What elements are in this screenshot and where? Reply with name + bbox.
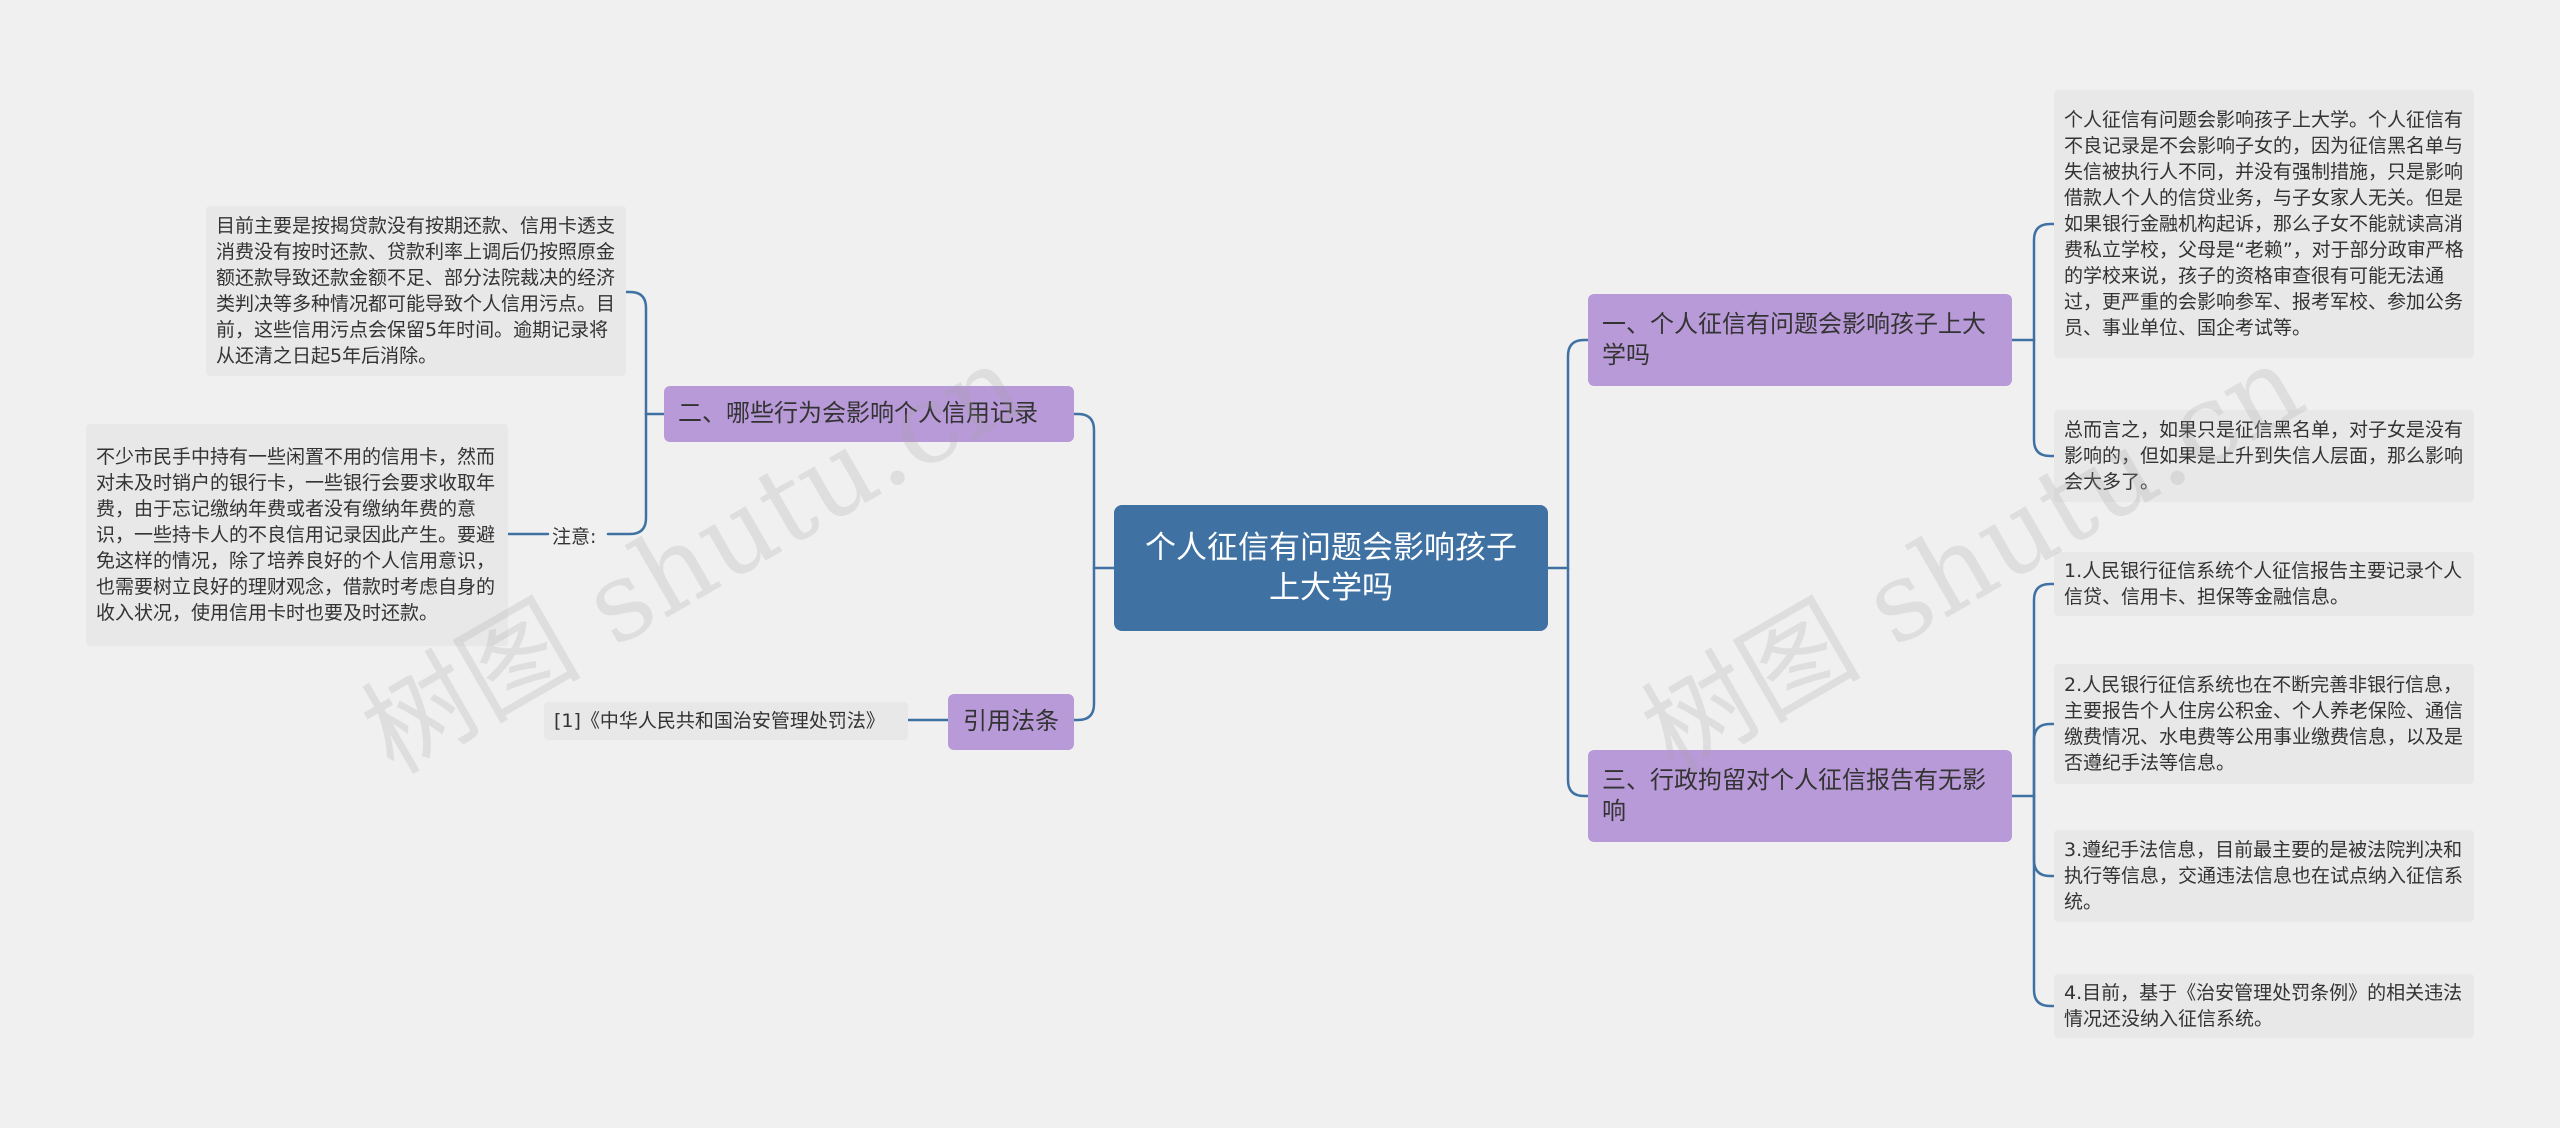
note-label[interactable]: 注意: [552,526,597,548]
leaf-text: [1]《中华人民共和国治安管理处罚法》 [554,710,885,732]
connector-root-b1 [1546,338,1590,570]
connector-b3-1 [2010,582,2056,798]
leaf-text: 1.人民银行征信系统个人征信报告主要记录个人信贷、信用卡、担保等金融信息。 [2064,560,2463,608]
leaf-b2-note[interactable]: 不少市民手中持有一些闲置不用的信用卡，然而对未及时销户的银行卡，一些银行会要求收… [86,424,508,646]
connector-b2-a [624,290,666,416]
branch-detention-impact[interactable]: 三、行政拘留对个人征信报告有无影响 [1588,750,2012,842]
leaf-text: 目前主要是按揭贷款没有按期还款、信用卡透支消费没有按时还款、贷款利率上调后仍按照… [216,215,616,367]
branch-text: 引用法条 [963,707,1059,736]
leaf-text: 不少市民手中持有一些闲置不用的信用卡，然而对未及时销户的银行卡，一些银行会要求收… [96,446,496,624]
branch-text: 二、哪些行为会影响个人信用记录 [678,399,1038,428]
leaf-text: 2.人民银行征信系统也在不断完善非银行信息，主要报告个人住房公积金、个人养老保险… [2064,674,2464,774]
root-topic[interactable]: 个人征信有问题会影响孩子上大学吗 [1114,505,1548,631]
leaf-b2-causes[interactable]: 目前主要是按揭贷款没有按期还款、信用卡透支消费没有按时还款、贷款利率上调后仍按照… [206,206,626,376]
leaf-b3-item-4[interactable]: 4.目前，基于《治安管理处罚条例》的相关违法情况还没纳入征信系统。 [2054,974,2474,1038]
connector-root-b2 [1072,412,1116,570]
leaf-text: 个人征信有问题会影响孩子上大学。个人征信有不良记录是不会影响子女的，因为征信黑名… [2064,109,2464,339]
leaf-b1-summary[interactable]: 总而言之，如果只是征信黑名单，对子女是没有影响的，但如果是上升到失信人层面，那么… [2054,410,2474,502]
connector-root-b4 [1072,566,1096,722]
root-topic-text: 个人征信有问题会影响孩子上大学吗 [1145,529,1517,606]
connector-b3-3 [2032,794,2056,878]
branch-credit-behaviors[interactable]: 二、哪些行为会影响个人信用记录 [664,386,1074,442]
connector-b1-b [2032,338,2056,458]
connector-root-b3 [1566,566,1590,798]
leaf-b4-law[interactable]: [1]《中华人民共和国治安管理处罚法》 [544,702,908,740]
connector-b1-a [2010,222,2056,342]
leaf-b3-item-3[interactable]: 3.遵纪手法信息，目前最主要的是被法院判决和执行等信息，交通违法信息也在试点纳入… [2054,830,2474,922]
leaf-b1-explanation[interactable]: 个人征信有问题会影响孩子上大学。个人征信有不良记录是不会影响子女的，因为征信黑名… [2054,90,2474,358]
branch-influence-on-child[interactable]: 一、个人征信有问题会影响孩子上大学吗 [1588,294,2012,386]
leaf-b3-item-1[interactable]: 1.人民银行征信系统个人征信报告主要记录个人信贷、信用卡、担保等金融信息。 [2054,552,2474,616]
connector-b3-2 [2032,722,2056,798]
leaf-text: 4.目前，基于《治安管理处罚条例》的相关违法情况还没纳入征信系统。 [2064,982,2463,1030]
branch-cited-laws[interactable]: 引用法条 [948,694,1074,750]
leaf-b3-item-2[interactable]: 2.人民银行征信系统也在不断完善非银行信息，主要报告个人住房公积金、个人养老保险… [2054,664,2474,784]
branch-text: 三、行政拘留对个人征信报告有无影响 [1602,765,1986,825]
connector-b2-note [606,412,648,536]
leaf-text: 总而言之，如果只是征信黑名单，对子女是没有影响的，但如果是上升到失信人层面，那么… [2064,419,2464,493]
leaf-text: 3.遵纪手法信息，目前最主要的是被法院判决和执行等信息，交通违法信息也在试点纳入… [2064,839,2464,913]
branch-text: 一、个人征信有问题会影响孩子上大学吗 [1602,309,1986,369]
connector-b3-4 [2032,794,2056,1008]
